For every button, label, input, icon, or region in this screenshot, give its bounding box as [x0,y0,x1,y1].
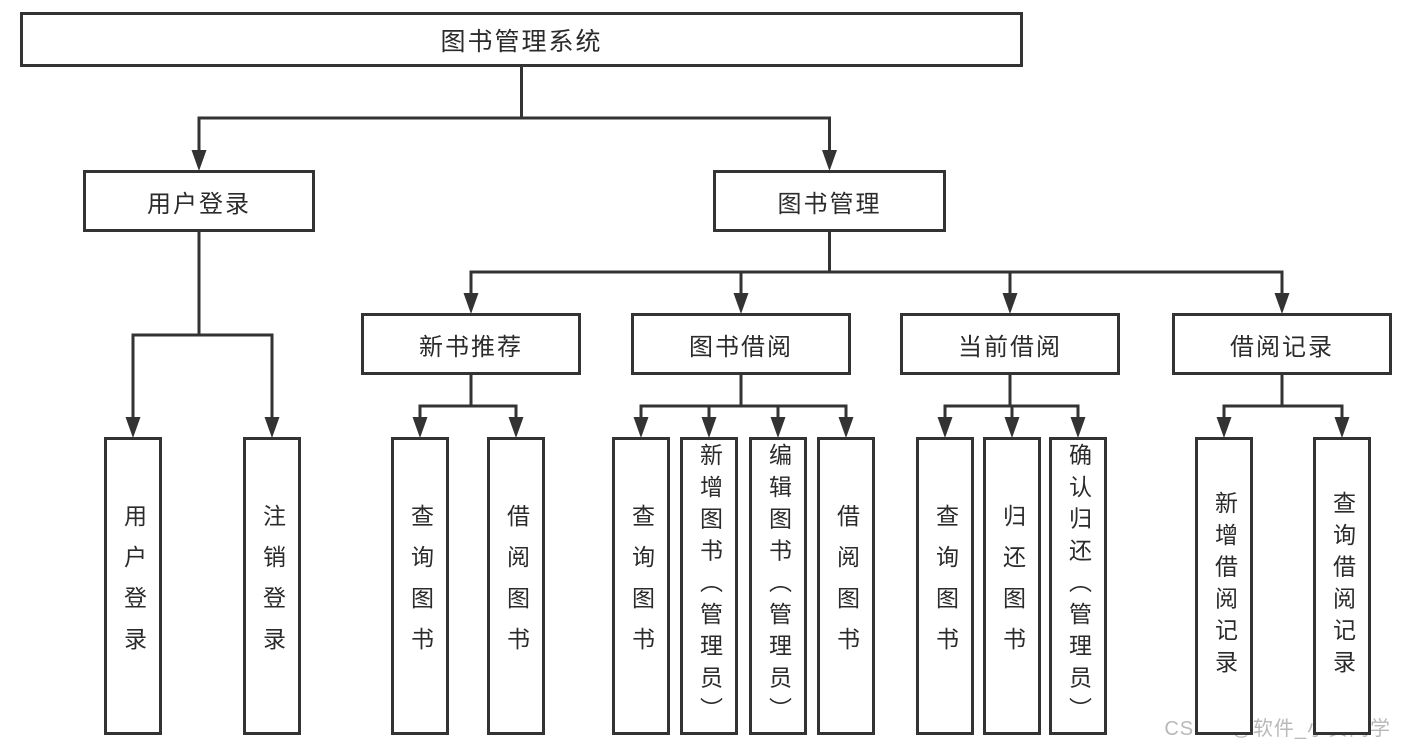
node-bb3: 编辑图书（管理员） [749,437,807,735]
node-label-nr2: 借阅图书 [503,504,530,668]
node-bb1: 查询图书 [612,437,670,735]
node-label-bb1: 查询图书 [628,504,655,668]
node-label-curBorrow: 当前借阅 [958,333,1062,361]
node-bookMgmt: 图书管理 [713,170,946,232]
node-br1: 新增借阅记录 [1195,437,1253,735]
node-label-bb2: 新增图书（管理员） [696,443,723,729]
node-label-borRecords: 借阅记录 [1230,333,1334,361]
node-login: 用户登录 [104,437,162,735]
node-bb2: 新增图书（管理员） [680,437,738,735]
node-label-bb4: 借阅图书 [833,504,860,668]
node-label-br2: 查询借阅记录 [1329,490,1356,682]
node-bb4: 借阅图书 [817,437,875,735]
node-label-bookBorrow: 图书借阅 [689,333,793,361]
node-label-logout: 注销登录 [259,504,286,668]
node-label-cb2: 归还图书 [999,504,1026,668]
node-br2: 查询借阅记录 [1313,437,1371,735]
node-label-cb3: 确认归还（管理员） [1065,443,1092,729]
node-root: 图书管理系统 [20,12,1023,67]
node-label-newRec: 新书推荐 [419,333,523,361]
node-cb2: 归还图书 [983,437,1041,735]
node-cb1: 查询图书 [916,437,974,735]
node-userLogin: 用户登录 [83,170,315,232]
node-label-root: 图书管理系统 [440,27,603,56]
node-bookBorrow: 图书借阅 [631,313,851,375]
node-curBorrow: 当前借阅 [900,313,1120,375]
node-label-login: 用户登录 [120,504,147,668]
node-label-nr1: 查询图书 [407,504,434,668]
node-label-cb1: 查询图书 [932,504,959,668]
node-label-userLogin: 用户登录 [147,190,251,218]
node-cb3: 确认归还（管理员） [1049,437,1107,735]
node-borRecords: 借阅记录 [1172,313,1392,375]
node-label-bb3: 编辑图书（管理员） [765,443,792,729]
node-label-br1: 新增借阅记录 [1211,490,1238,682]
node-logout: 注销登录 [243,437,301,735]
node-label-bookMgmt: 图书管理 [777,190,882,218]
node-nr2: 借阅图书 [487,437,545,735]
node-nr1: 查询图书 [391,437,449,735]
node-newRec: 新书推荐 [361,313,581,375]
